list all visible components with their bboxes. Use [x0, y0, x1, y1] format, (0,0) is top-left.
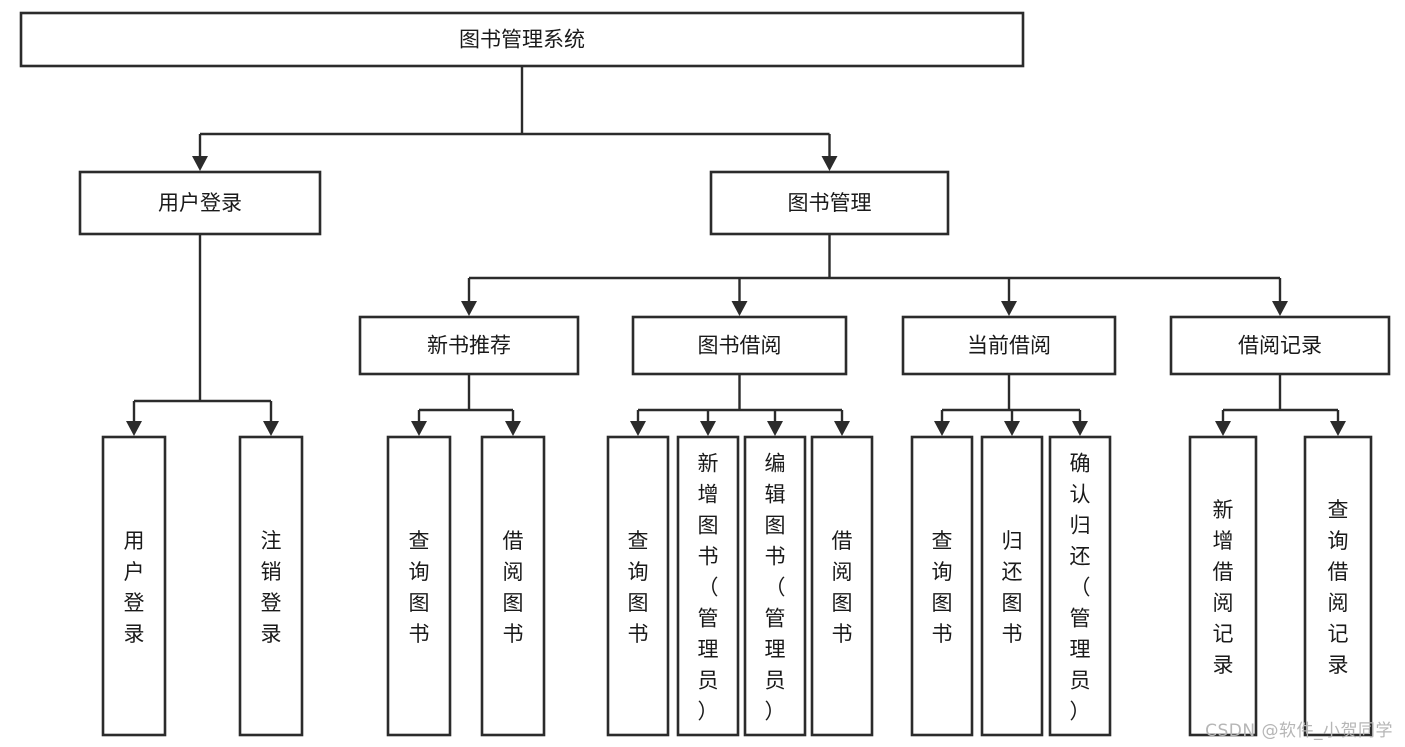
arrow-head-icon: [505, 421, 521, 436]
node-newbook[interactable]: 新书推荐: [358, 315, 580, 376]
node-leaf10[interactable]: 归还图书: [980, 435, 1044, 737]
arrow-head-icon: [834, 421, 850, 436]
node-login[interactable]: 用户登录: [78, 170, 322, 236]
node-box[interactable]: [980, 435, 1044, 737]
arrow-head-icon: [767, 421, 783, 436]
node-box[interactable]: [606, 435, 670, 737]
watermark-label: CSDN @软件_小贺同学: [1205, 721, 1393, 741]
node-root[interactable]: 图书管理系统: [19, 11, 1025, 68]
node-label: 当前借阅: [967, 334, 1051, 358]
node-leaf7[interactable]: 编辑图书（管理员）: [743, 435, 807, 737]
node-label: 查询图书: [409, 529, 430, 646]
arrow-head-icon: [126, 421, 142, 436]
node-leaf1[interactable]: 用户登录: [101, 435, 167, 737]
node-label: 借阅图书: [832, 529, 853, 646]
node-label: 新书推荐: [427, 334, 511, 358]
node-box[interactable]: [810, 435, 874, 737]
arrow-head-icon: [411, 421, 427, 436]
node-leaf2[interactable]: 注销登录: [238, 435, 304, 737]
node-label: 归还图书: [1002, 529, 1023, 646]
arrow-head-icon: [1215, 421, 1231, 436]
node-leaf5[interactable]: 查询图书: [606, 435, 670, 737]
node-box[interactable]: [238, 435, 304, 737]
node-box[interactable]: [358, 315, 580, 376]
node-label: 注销登录: [261, 529, 282, 646]
node-borrow[interactable]: 图书借阅: [631, 315, 848, 376]
node-leaf12[interactable]: 新增借阅记录: [1188, 435, 1258, 737]
arrow-head-icon: [1272, 301, 1288, 316]
node-box[interactable]: [386, 435, 452, 737]
node-label: 用户登录: [124, 529, 145, 646]
node-label: 借阅记录: [1238, 334, 1322, 358]
arrow-head-icon: [821, 156, 838, 171]
node-label: 查询图书: [628, 529, 649, 646]
arrow-head-icon: [461, 301, 477, 316]
node-label: 新增图书（管理员）: [698, 452, 719, 724]
node-bookmgmt[interactable]: 图书管理: [709, 170, 950, 236]
node-layer: 图书管理系统用户登录图书管理新书推荐图书借阅当前借阅借阅记录用户登录注销登录查询…: [19, 11, 1391, 737]
node-label: 查询图书: [932, 529, 953, 646]
node-label: 图书借阅: [698, 334, 782, 358]
node-box[interactable]: [709, 170, 950, 236]
node-label: 新增借阅记录: [1213, 498, 1234, 677]
node-box[interactable]: [1303, 435, 1373, 737]
arrow-head-icon: [934, 421, 950, 436]
node-leaf6[interactable]: 新增图书（管理员）: [676, 435, 740, 737]
node-box[interactable]: [101, 435, 167, 737]
node-box[interactable]: [1169, 315, 1391, 376]
arrow-head-icon: [700, 421, 716, 436]
node-box[interactable]: [901, 315, 1117, 376]
node-label: 查询借阅记录: [1328, 498, 1349, 677]
node-leaf13[interactable]: 查询借阅记录: [1303, 435, 1373, 737]
node-box[interactable]: [1048, 435, 1112, 737]
node-box[interactable]: [19, 11, 1025, 68]
arrow-head-icon: [1330, 421, 1346, 436]
node-leaf4[interactable]: 借阅图书: [480, 435, 546, 737]
arrow-head-icon: [731, 301, 748, 316]
arrow-head-icon: [192, 156, 208, 171]
node-current[interactable]: 当前借阅: [901, 315, 1117, 376]
node-box[interactable]: [1188, 435, 1258, 737]
node-label: 借阅图书: [503, 529, 524, 646]
node-box[interactable]: [631, 315, 848, 376]
node-leaf9[interactable]: 查询图书: [910, 435, 974, 737]
node-label: 图书管理: [788, 191, 872, 215]
node-box[interactable]: [743, 435, 807, 737]
node-records[interactable]: 借阅记录: [1169, 315, 1391, 376]
node-leaf8[interactable]: 借阅图书: [810, 435, 874, 737]
node-leaf11[interactable]: 确认归还（管理员）: [1048, 435, 1112, 737]
node-label: 用户登录: [158, 191, 242, 215]
node-label: 编辑图书（管理员）: [765, 452, 786, 724]
node-label: 图书管理系统: [459, 28, 585, 52]
arrow-head-icon: [630, 421, 646, 436]
node-box[interactable]: [480, 435, 546, 737]
node-label: 确认归还（管理员）: [1070, 452, 1091, 724]
connector-layer: [126, 66, 1346, 436]
node-box[interactable]: [910, 435, 974, 737]
node-leaf3[interactable]: 查询图书: [386, 435, 452, 737]
arrow-head-icon: [263, 421, 279, 436]
node-box[interactable]: [676, 435, 740, 737]
arrow-head-icon: [1001, 301, 1017, 316]
arrow-head-icon: [1072, 421, 1088, 436]
node-box[interactable]: [78, 170, 322, 236]
arrow-head-icon: [1004, 421, 1020, 436]
